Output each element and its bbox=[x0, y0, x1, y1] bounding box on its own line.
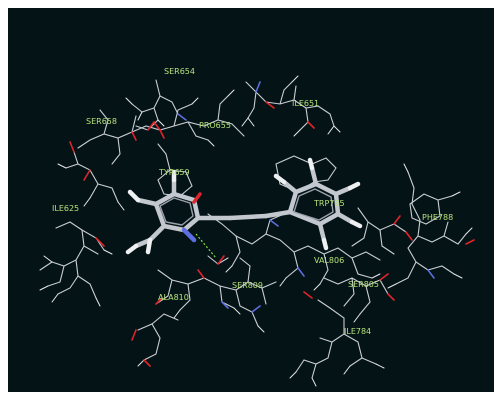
heteroatoms bbox=[69, 81, 475, 367]
ligand[interactable] bbox=[125, 157, 363, 255]
label-ile784: ILE784 bbox=[344, 327, 371, 336]
label-ala810: ALA810 bbox=[158, 293, 189, 302]
label-ile651: ILE651 bbox=[292, 99, 319, 108]
label-tyr659: TYR659 bbox=[158, 168, 190, 177]
label-ser658: SER658 bbox=[86, 117, 117, 126]
label-pro655: PRO655 bbox=[199, 121, 231, 130]
molecule-render: SER654 ILE651 SER658 PRO655 TYR659 ILE62… bbox=[39, 67, 475, 387]
label-val806: VAL806 bbox=[314, 256, 344, 265]
residue-labels: SER654 ILE651 SER658 PRO655 TYR659 ILE62… bbox=[52, 67, 453, 336]
label-ile625: ILE625 bbox=[52, 204, 79, 213]
label-phe788: PHE788 bbox=[422, 213, 453, 222]
protein-sticks bbox=[39, 79, 467, 379]
label-ser805: SER805 bbox=[348, 280, 379, 289]
hydrogen-bond bbox=[195, 233, 217, 259]
label-ser809: SER809 bbox=[232, 281, 263, 290]
label-trp785: TRP785 bbox=[313, 199, 345, 208]
label-ser654: SER654 bbox=[164, 67, 195, 76]
molecular-viewport[interactable]: SER654 ILE651 SER658 PRO655 TYR659 ILE62… bbox=[8, 8, 494, 392]
hydrogen-atoms bbox=[39, 75, 473, 387]
